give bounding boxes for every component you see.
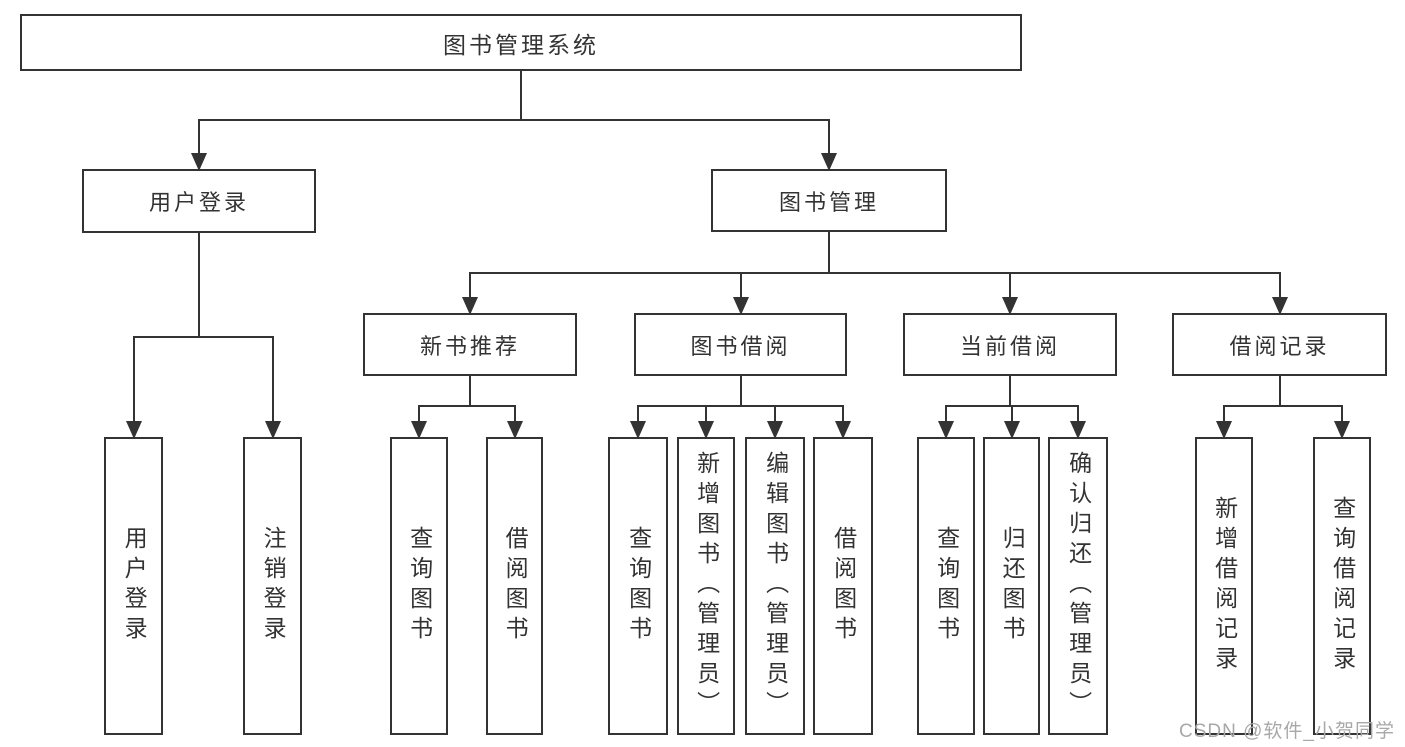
node-leaf-query-books-3: 查询图书 (917, 437, 975, 735)
connector-arrowhead (264, 421, 281, 439)
node-label: 查询图书 (625, 526, 652, 646)
connector-line (637, 405, 639, 421)
node-current-borrow: 当前借阅 (903, 313, 1117, 376)
node-leaf-user-login: 用户登录 (104, 437, 163, 735)
connector-line (828, 232, 830, 274)
connector-arrowhead (191, 153, 207, 171)
connector-line (469, 376, 471, 407)
connector-line (520, 71, 522, 121)
node-label: 图书借阅 (690, 333, 791, 359)
node-leaf-query-books-1: 查询图书 (390, 437, 448, 735)
node-label: 借阅图书 (502, 526, 529, 646)
connector-arrowhead (125, 421, 142, 439)
node-label: 借阅记录 (1229, 333, 1330, 359)
connector-line (198, 233, 200, 338)
node-leaf-add-record: 新增借阅记录 (1195, 437, 1253, 735)
connector-line (513, 405, 516, 421)
connector-line (271, 336, 274, 421)
connector-line (418, 405, 516, 407)
node-leaf-add-books: 新增图书（管理员） (677, 437, 735, 735)
connector-line (1341, 405, 1343, 421)
connector-line (1009, 376, 1011, 407)
connector-line (198, 119, 830, 121)
connector-line (1278, 376, 1281, 407)
connector-line (739, 272, 742, 297)
node-leaf-confirm-return: 确认归还（管理员） (1048, 437, 1108, 735)
connector-line (469, 272, 1281, 274)
connector-line (774, 405, 776, 421)
connector-line (1223, 405, 1225, 421)
connector-arrowhead (1003, 421, 1020, 439)
connector-arrowhead (698, 421, 714, 439)
connector-arrowhead (462, 297, 478, 315)
node-label: 查询图书 (933, 526, 960, 646)
node-label: 新增借阅记录 (1211, 496, 1238, 676)
node-label: 编辑图书（管理员） (762, 451, 789, 721)
node-label: 归还图书 (999, 526, 1026, 646)
node-leaf-borrow-books-1: 借阅图书 (486, 437, 543, 735)
connector-arrowhead (1002, 297, 1018, 315)
connector-line (945, 405, 947, 421)
node-root: 图书管理系统 (20, 14, 1022, 71)
connector-arrowhead (732, 297, 749, 315)
connector-line (469, 272, 471, 297)
node-user-login: 用户登录 (82, 169, 316, 233)
node-label: 新增图书（管理员） (693, 451, 720, 721)
node-book-borrow: 图书借阅 (634, 313, 847, 376)
node-leaf-edit-books: 编辑图书（管理员） (745, 437, 805, 735)
connector-line (1010, 405, 1013, 421)
connector-line (132, 336, 135, 421)
connector-line (705, 405, 707, 421)
connector-line (739, 376, 742, 407)
node-label: 用户登录 (148, 190, 249, 215)
connector-line (637, 405, 844, 407)
node-leaf-return-books: 归还图书 (983, 437, 1040, 735)
node-leaf-borrow-books-2: 借阅图书 (813, 437, 873, 735)
node-book-mgmt: 图书管理 (711, 169, 947, 232)
csdn-watermark: CSDN @软件_小贺同学 (1179, 721, 1395, 742)
node-label: 图书管理系统 (443, 31, 599, 58)
connector-line (1077, 405, 1079, 421)
node-label: 用户登录 (121, 526, 148, 646)
connector-arrowhead (767, 421, 783, 439)
node-new-books: 新书推荐 (363, 313, 577, 376)
connector-line (1223, 405, 1343, 407)
connector-line (1009, 272, 1011, 297)
node-borrow-records: 借阅记录 (1172, 313, 1387, 376)
connector-arrowhead (630, 421, 646, 439)
connector-arrowhead (938, 421, 954, 439)
node-label: 查询图书 (406, 526, 433, 646)
node-label: 新书推荐 (419, 333, 520, 359)
connector-line (198, 119, 200, 153)
node-leaf-query-books-2: 查询图书 (608, 437, 668, 735)
node-leaf-logout: 注销登录 (243, 437, 302, 735)
node-label: 借阅图书 (830, 526, 857, 646)
node-label: 确认归还（管理员） (1065, 451, 1092, 721)
node-label: 查询借阅记录 (1329, 496, 1356, 676)
connector-arrowhead (1216, 421, 1232, 439)
connector-arrowhead (821, 153, 837, 171)
node-label: 当前借阅 (959, 333, 1060, 359)
connector-line (828, 119, 830, 153)
connector-arrowhead (411, 421, 427, 439)
connector-arrowhead (835, 421, 851, 439)
connector-line (1278, 272, 1281, 297)
connector-arrowhead (1334, 421, 1350, 439)
connector-line (842, 405, 844, 421)
node-label: 图书管理 (778, 189, 879, 215)
connector-line (418, 405, 420, 421)
connector-line (132, 336, 274, 338)
connector-arrowhead (1070, 421, 1086, 439)
connector-arrowhead (506, 421, 523, 439)
connector-arrowhead (1271, 297, 1288, 315)
node-leaf-query-record: 查询借阅记录 (1313, 437, 1371, 735)
node-label: 注销登录 (260, 526, 287, 646)
